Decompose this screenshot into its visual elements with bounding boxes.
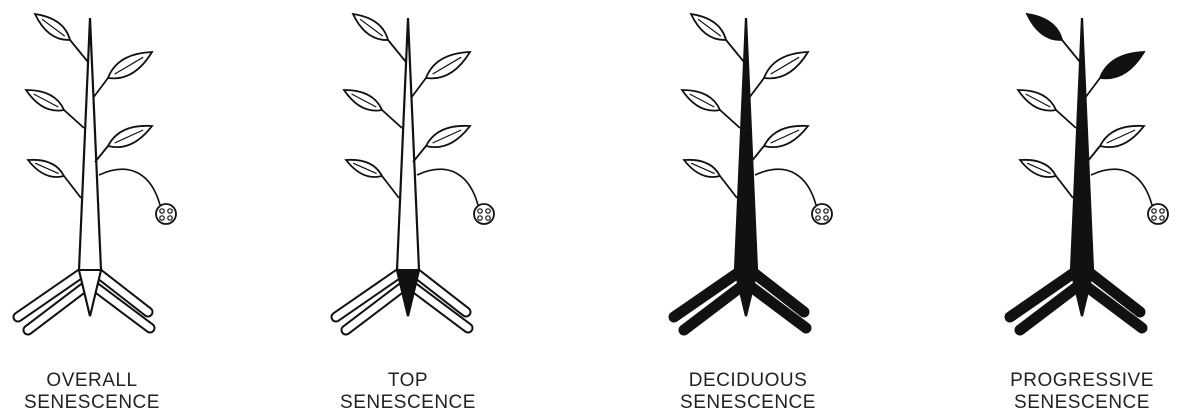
caption-overall-line2: SENESCENCE [0, 392, 212, 414]
caption-deciduous: DECIDUOUS SENESCENCE [628, 370, 868, 414]
caption-progressive-line1: PROGRESSIVE [962, 370, 1180, 392]
plant-progressive-leaf [1027, 14, 1062, 40]
caption-deciduous-line2: SENESCENCE [628, 392, 868, 414]
caption-deciduous-line1: DECIDUOUS [628, 370, 868, 392]
plant-overall-seed-head [156, 204, 176, 224]
caption-top-line1: TOP [288, 370, 528, 392]
plant-progressive-seed-head [1148, 204, 1168, 224]
plant-deciduous-seed-head [812, 204, 832, 224]
plant-overall [18, 14, 176, 330]
plant-deciduous [674, 14, 832, 330]
caption-overall-line1: OVERALL [0, 370, 212, 392]
caption-top: TOP SENESCENCE [288, 370, 528, 414]
plant-progressive-leaf [1100, 52, 1144, 78]
plant-top-seed-head [474, 204, 494, 224]
plant-progressive [1010, 14, 1168, 330]
caption-overall: OVERALL SENESCENCE [0, 370, 212, 414]
caption-progressive-line2: SENESCENCE [962, 392, 1180, 414]
caption-progressive: PROGRESSIVE SENESCENCE [962, 370, 1180, 414]
caption-top-line2: SENESCENCE [288, 392, 528, 414]
plant-top [336, 14, 494, 330]
